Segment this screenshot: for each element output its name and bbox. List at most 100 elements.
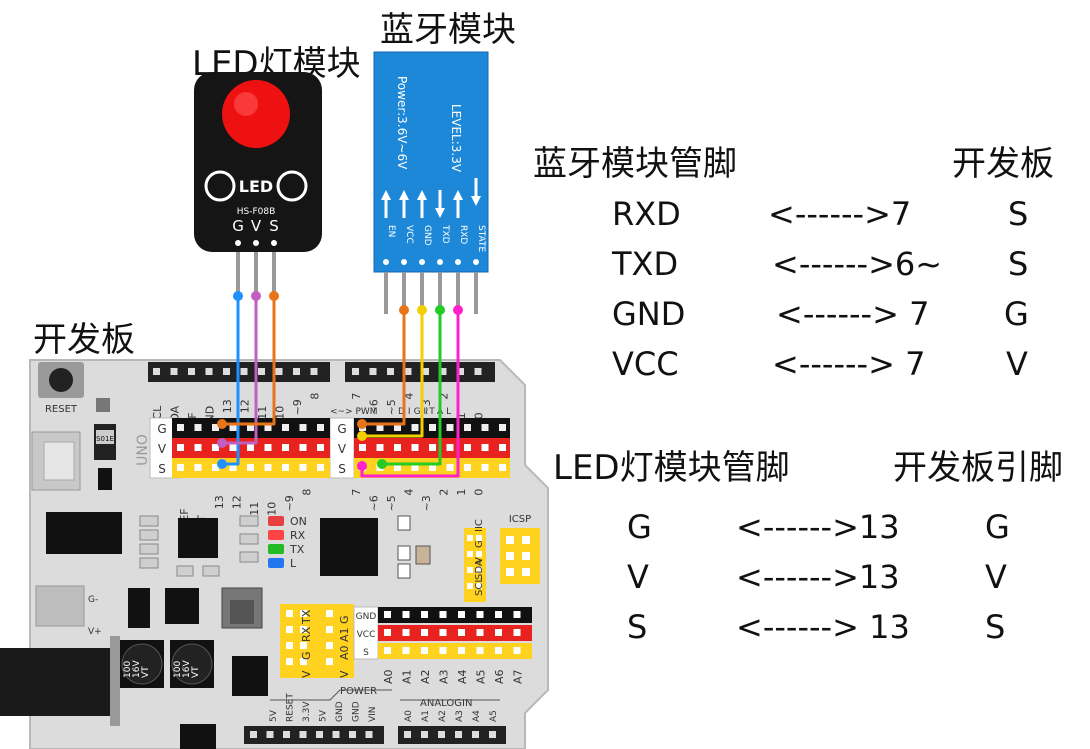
wire-endpoint	[435, 305, 445, 315]
wire-endpoint	[269, 291, 279, 301]
header-hole	[513, 611, 521, 618]
header-hole	[455, 731, 462, 738]
bt-txd-wire	[382, 310, 442, 466]
header-hole	[264, 424, 272, 431]
analogin-pin-label: A5	[489, 710, 499, 722]
header-hole	[229, 464, 237, 471]
bt-pin-label: RXD	[458, 225, 468, 244]
pin-label: ~9	[283, 495, 296, 511]
analogin-pin-label: A3	[455, 710, 465, 722]
led-row-arrow: <------>13	[736, 508, 900, 546]
wire-endpoint	[217, 459, 227, 469]
bt-pin	[438, 272, 442, 314]
reset-label: RESET	[45, 404, 78, 415]
header-hole	[506, 552, 514, 560]
header-hole	[489, 731, 496, 738]
header-hole	[258, 368, 265, 375]
header-hole	[411, 424, 419, 431]
analog-pin-label: A3	[438, 669, 451, 684]
iic-label: SDA	[474, 559, 485, 580]
header-hole	[474, 368, 482, 375]
wire-endpoint	[357, 419, 367, 429]
header-hole	[467, 535, 473, 541]
header-hole	[467, 551, 473, 557]
pin-label: 4	[403, 393, 416, 400]
iic-label: V	[474, 557, 485, 564]
header-hole	[446, 444, 454, 451]
power-pin-label: RESET	[286, 693, 296, 722]
bluetooth-module-pcb	[373, 51, 489, 273]
iic-label: G	[474, 540, 485, 548]
bt-vcc-wire	[362, 310, 406, 426]
header-hole	[439, 629, 447, 636]
header-hole	[404, 731, 411, 738]
header-hole	[458, 647, 465, 654]
header-hole	[299, 424, 307, 431]
header-hole	[522, 536, 530, 544]
iic-label: SCL	[474, 577, 485, 596]
ch340-chip	[46, 512, 122, 554]
header-hole	[421, 647, 428, 654]
analog-row-label: VCC	[357, 630, 376, 640]
analog-pin-label: A1	[401, 669, 414, 684]
led-row-arrow: <------> 13	[736, 608, 910, 646]
wires	[217, 291, 463, 478]
header-hole	[457, 368, 464, 375]
analog-pin-label: A5	[475, 669, 488, 684]
header-hole	[250, 731, 257, 738]
bt-row-target: S	[1008, 195, 1029, 233]
atmega-chip	[320, 518, 378, 576]
led-module-model: HS-F08B	[237, 207, 276, 217]
header-hole	[376, 424, 384, 431]
header-hole	[402, 647, 410, 654]
analog-label: A0	[338, 645, 351, 660]
header-hole	[300, 658, 307, 665]
analogin-label: ANALOGIN	[420, 698, 472, 709]
dc-minus-label: G-	[88, 595, 98, 605]
power-pin-label: 5V	[269, 709, 279, 722]
pin-label: 7	[350, 393, 363, 400]
wire-endpoint	[357, 461, 367, 471]
header-hole	[286, 642, 293, 649]
power-pin-label: GND	[335, 701, 345, 722]
header-hole	[439, 647, 447, 654]
led-row-pin: V	[627, 558, 649, 596]
header-hole	[411, 444, 419, 451]
pin-label: ~5	[385, 399, 398, 415]
led-row-arrow: <------>13	[736, 558, 900, 596]
header-hole	[481, 464, 489, 471]
power-pin-label: VIN	[368, 706, 378, 722]
reset-button-cap[interactable]	[49, 368, 73, 392]
mounting-hole	[204, 170, 236, 202]
header-hole	[326, 658, 333, 665]
icsp-label: ICSP	[509, 514, 531, 525]
header-hole	[522, 568, 530, 576]
header-hole	[458, 629, 465, 636]
header-hole	[359, 444, 366, 451]
pin-label: 1	[455, 489, 468, 496]
analog-label: A1	[338, 627, 351, 642]
analogin-header	[398, 726, 506, 744]
header-hole	[467, 583, 473, 589]
row-label-s: S	[338, 462, 346, 476]
pin-label: ~6	[368, 399, 381, 415]
led-pin-label-g: G	[232, 217, 244, 235]
analogin-pin-label: A2	[438, 710, 448, 722]
header-hole	[247, 424, 254, 431]
header-hole	[317, 424, 324, 431]
led-row-target: G	[985, 508, 1010, 546]
led-pin-label-s: S	[269, 217, 279, 235]
header-hole	[439, 611, 447, 618]
header-hole	[283, 731, 290, 738]
pin-label: ~9	[291, 399, 304, 415]
pin-label: 12	[231, 495, 244, 509]
row-label-g: G	[337, 422, 346, 436]
wire-endpoint	[233, 291, 243, 301]
header-hole	[286, 658, 293, 665]
led-row-target: V	[985, 558, 1007, 596]
header-hole	[365, 731, 373, 738]
header-hole	[317, 464, 324, 471]
analogin-pin-label: A1	[421, 710, 431, 722]
bt-pin	[402, 272, 406, 314]
